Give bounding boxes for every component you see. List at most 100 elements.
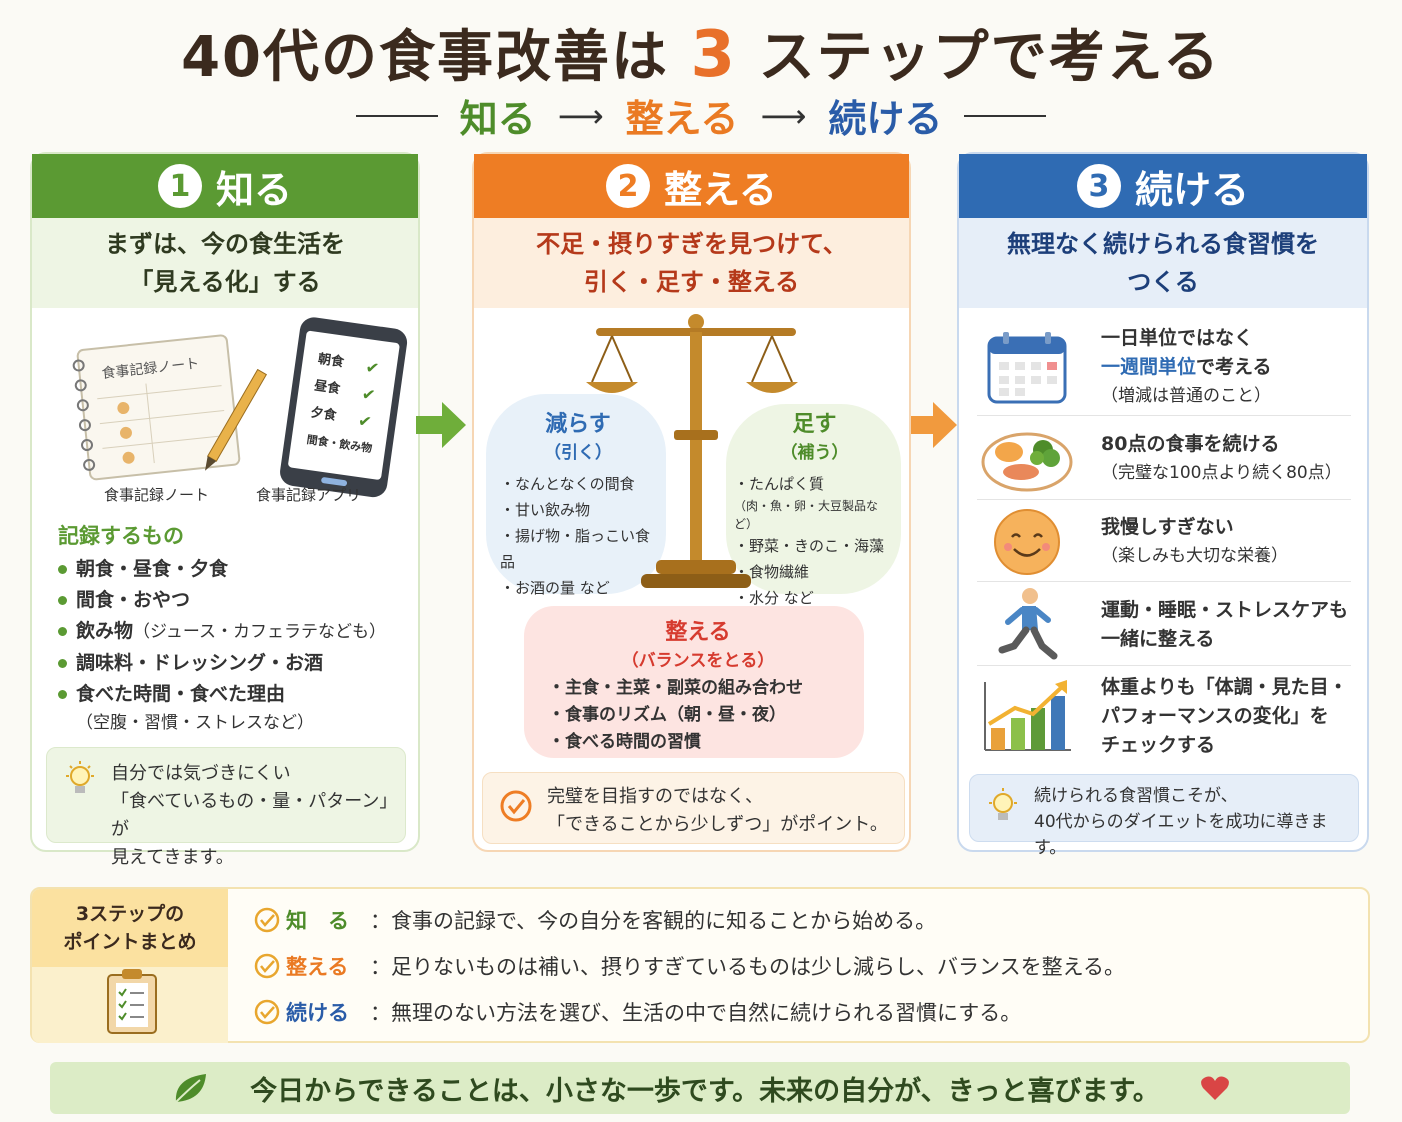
balance-group: 整える （バランスをとる） 主食・主菜・副菜の組み合わせ 食事のリズム（朝・昼・… <box>524 606 864 758</box>
list-item: 揚げ物・脂っこい食品 <box>500 523 656 575</box>
tip-line: 「できることから少しずつ」がポイント。 <box>547 814 888 835</box>
footer-text: 今日からできることは、小さな一歩です。未来の自分が、きっと喜びます。 <box>250 1075 1160 1107</box>
card-3-title: 続ける <box>1134 167 1249 212</box>
list-item: 飲み物（ジュース・カフェラテなども） <box>58 616 408 648</box>
card-step-2: 2 整える 不足・摂りすぎを見つけて、 引く・足す・整える 減らす （引く） な… <box>472 152 911 852</box>
summary-label-head: 3ステップの ポイントまとめ <box>32 889 228 967</box>
balance-list: 主食・主菜・副菜の組み合わせ 食事のリズム（朝・昼・夜） 食べる時間の習慣 <box>548 675 848 756</box>
summary-row: 知 る ：食事の記録で、今の自分を客観的に知ることから始める。 <box>254 897 1125 943</box>
summary-key: 続ける <box>286 1001 349 1025</box>
card-step-3: 3 続ける 無理なく続けられる食習慣を つくる 一日単位ではなく 一週間単位で考… <box>957 152 1369 858</box>
habit-item: 我慢しすぎない （楽しみも大切な栄養） <box>977 502 1351 582</box>
list-item: 甘い飲み物 <box>500 497 656 523</box>
label-line: 3ステップの <box>75 903 185 925</box>
card-2-header: 2 整える <box>474 154 909 218</box>
flow-step-3: 続ける <box>828 97 943 141</box>
item-main: 飲み物 <box>76 620 134 642</box>
item-main: 間食・おやつ <box>76 589 191 611</box>
item-note: （ジュース・カフェラテなども） <box>133 622 386 642</box>
reduce-sub: （引く） <box>544 443 612 463</box>
calendar-icon <box>977 328 1077 408</box>
step-number-badge: 3 <box>1076 164 1121 208</box>
bulb-icon <box>66 761 94 793</box>
subtitle-line: 「見える化」する <box>129 268 321 296</box>
scale-icon <box>586 314 798 588</box>
growth-chart-icon <box>977 676 1077 756</box>
list-item: 調味料・ドレッシング・お酒 <box>58 648 408 679</box>
add-title: 足す <box>792 412 837 437</box>
habit-line: パフォーマンスの変化」を <box>1101 704 1329 727</box>
habit-line: 一週間単位で考える <box>1101 353 1271 382</box>
leaf-icon <box>175 1074 207 1103</box>
page-title: 40代の食事改善は 3 ステップで考える <box>0 12 1402 93</box>
bulb-icon <box>989 788 1017 820</box>
title-post: ステップで考える <box>758 25 1221 90</box>
summary-row: 続ける ：無理のない方法を選び、生活の中で自然に続けられる習慣にする。 <box>254 989 1125 1035</box>
summary-rows: 知 る ：食事の記録で、今の自分を客観的に知ることから始める。 整える ：足りな… <box>254 897 1125 1035</box>
list-item: お酒の量 など <box>500 575 656 601</box>
item-main: たんぱく質 <box>749 475 825 493</box>
caption-notebook: 食事記録ノート <box>104 486 210 504</box>
card-1-header: 1 知る <box>32 154 418 218</box>
tip-line: 完璧を目指すのではなく、 <box>547 786 763 807</box>
add-sub: （補う） <box>780 443 849 463</box>
step-flow-line: 知る ⟶ 整える ⟶ 続ける <box>0 88 1402 143</box>
card-2-subtitle: 不足・摂りすぎを見つけて、 引く・足す・整える <box>474 218 909 308</box>
summary-text: ：足りないものは補い、摂りすぎているものは少し減らし、バランスを整える。 <box>370 955 1125 979</box>
list-item: 食べる時間の習慣 <box>548 729 848 756</box>
meal-plate-icon <box>977 419 1077 499</box>
card-2-title: 整える <box>664 167 777 212</box>
list-item: 水分 など <box>734 585 895 611</box>
card-3-header: 3 続ける <box>959 154 1367 218</box>
habit-text: 80点の食事を続ける （完璧な100点より続く80点） <box>1077 430 1342 488</box>
step-number-badge: 1 <box>157 164 202 208</box>
flow-arrow-icon: ⟶ <box>760 96 807 135</box>
card-3-subtitle: 無理なく続けられる食習慣を つくる <box>959 218 1367 308</box>
summary-label: 3ステップの ポイントまとめ <box>32 889 228 1043</box>
add-list: たんぱく質（肉・魚・卵・大豆製品など） 野菜・きのこ・海藻 食物繊維 水分 など <box>734 471 895 611</box>
balance-title: 整える <box>665 620 731 645</box>
subtitle-line: 引く・足す・整える <box>583 268 800 296</box>
habit-line-rest: で考える <box>1196 356 1272 378</box>
summary-box: 3ステップの ポイントまとめ 知 る ：食事の記録で、今の自分を客観的に知ること… <box>30 887 1370 1043</box>
check-circle-icon <box>254 907 280 933</box>
footer-banner: 今日からできることは、小さな一歩です。未来の自分が、きっと喜びます。 <box>50 1062 1350 1114</box>
tip-box-2: 完璧を目指すのではなく、 「できることから少しずつ」がポイント。 <box>482 772 905 844</box>
habit-text: 体重よりも「体調・見た目・ パフォーマンスの変化」を チェックする <box>1077 673 1348 760</box>
label-line: ポイントまとめ <box>63 931 197 953</box>
habit-line: 運動・睡眠・ストレスケアも <box>1101 598 1349 621</box>
item-main: 食べた時間・食べた理由 <box>76 683 286 705</box>
check-circle-icon <box>254 953 280 979</box>
arrow-right-icon <box>907 402 957 448</box>
heart-icon <box>1200 1076 1229 1100</box>
clipboard-icon <box>107 969 157 1034</box>
subtitle-line: 不足・摂りすぎを見つけて、 <box>536 230 847 258</box>
habit-item: 80点の食事を続ける （完璧な100点より続く80点） <box>977 418 1351 500</box>
card-step-1: 1 知る まずは、今の食生活を 「見える化」する 食事記録ノート <box>30 152 420 868</box>
arrow-right-icon <box>416 402 466 448</box>
check-circle-icon <box>254 999 280 1025</box>
tip-line: 続けられる食習慣こそが、 <box>1034 786 1238 806</box>
tip-box-3: 続けられる食習慣こそが、 40代からのダイエットを成功に導きます。 <box>969 774 1359 858</box>
habit-note: （増減は普通のこと） <box>1101 386 1271 406</box>
record-tools-illustration: 食事記録ノート 朝食 昼食 夕食 間食・飲み物 ✔ ✔ ✔ 食事記録ノート <box>52 314 408 504</box>
habit-line: 一日単位ではなく <box>1101 327 1254 349</box>
item-main: 朝食・昼食・夕食 <box>76 558 229 580</box>
habit-item: 一日単位ではなく 一週間単位で考える （増減は普通のこと） <box>977 320 1351 416</box>
list-item: なんとなくの間食 <box>500 471 656 497</box>
list-item: 朝食・昼食・夕食 <box>58 554 408 585</box>
habit-note: （楽しみも大切な栄養） <box>1101 545 1288 566</box>
highlight-text: 一週間単位 <box>1101 356 1197 378</box>
item-note: （空腹・習慣・ストレスなど） <box>76 713 314 733</box>
list-item: 主食・主菜・副菜の組み合わせ <box>548 675 848 702</box>
habit-item: 体重よりも「体調・見た目・ パフォーマンスの変化」を チェックする <box>977 668 1351 764</box>
item-main: 調味料・ドレッシング・お酒 <box>76 652 324 674</box>
habit-line: 我慢しすぎない <box>1101 515 1234 538</box>
tip-line: 自分では気づきにくい <box>111 763 291 784</box>
habit-item: 運動・睡眠・ストレスケアも 一緒に整える <box>977 584 1351 666</box>
summary-row: 整える ：足りないものは補い、摂りすぎているものは少し減らし、バランスを整える。 <box>254 943 1125 989</box>
subtitle-line: まずは、今の食生活を <box>105 230 345 258</box>
list-item: 食物繊維 <box>734 559 895 585</box>
list-item: 食べた時間・食べた理由 （空腹・習慣・ストレスなど） <box>58 679 408 736</box>
add-group: 足す （補う） たんぱく質（肉・魚・卵・大豆製品など） 野菜・きのこ・海藻 食物… <box>726 404 901 607</box>
